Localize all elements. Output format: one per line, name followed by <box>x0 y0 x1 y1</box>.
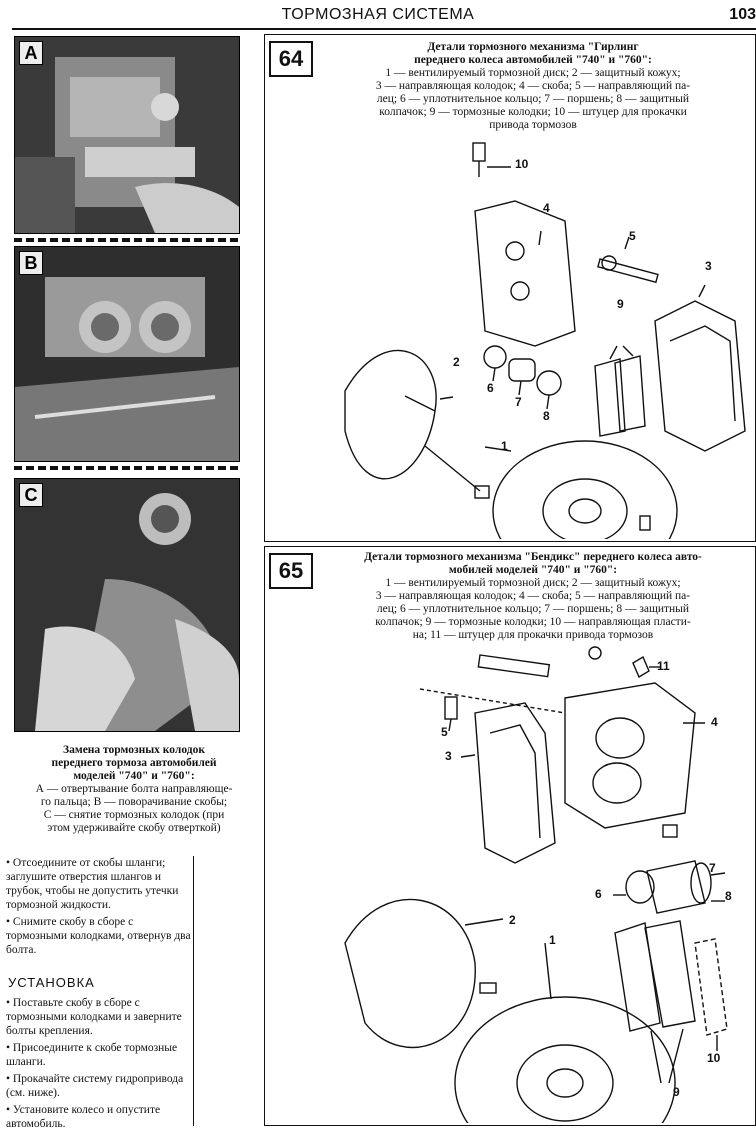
figure-65-caption-line: мобилей моделей "740" и "760": <box>448 564 618 576</box>
bullet-text: • Присоедините к скобе тормозные шланги. <box>6 1042 178 1068</box>
figure-64-caption-line: привода тормозов <box>489 119 577 131</box>
figure-64-caption-line: Детали тормозного механизма "Гирлинг <box>427 41 639 53</box>
bullet-text: • Прокачайте систему гидропривода (см. н… <box>6 1073 184 1099</box>
figure-65-caption-line: колпачок; 9 — тормозные колодки; 10 — на… <box>375 616 691 628</box>
figure-65-callout: 1 <box>549 933 556 947</box>
caption-body-line: С — снятие тормозных колодок (при <box>43 809 225 821</box>
figure-64-callout: 3 <box>705 259 712 273</box>
figure-65-callout: 8 <box>725 889 732 903</box>
instructions-installation: • Поставьте скобу в сборе с тормозными к… <box>6 996 192 1134</box>
figure-65-number: 65 <box>269 553 313 589</box>
figure-65-caption-line: лец; 6 — уплотнительное кольцо; 7 — порш… <box>376 603 690 615</box>
page-header-title: ТОРМОЗНАЯ СИСТЕМА <box>281 6 475 23</box>
figure-64-caption-line: переднего колеса автомобилей "740" и "76… <box>414 54 652 66</box>
photo-b-image <box>15 247 239 461</box>
photo-caption: Замена тормозных колодок переднего тормо… <box>14 744 254 835</box>
caption-body-line: этом удерживайте скобу отверткой) <box>47 822 221 834</box>
figure-65-drawing <box>344 646 728 1123</box>
photo-a: A <box>14 36 240 234</box>
caption-title-line: моделей "740" и "760": <box>73 770 195 782</box>
photo-a-image <box>15 37 239 233</box>
photo-c: C <box>14 478 240 732</box>
figure-64-callout: 2 <box>453 355 460 369</box>
photo-b: B <box>14 246 240 462</box>
figure-65-callout: 2 <box>509 913 516 927</box>
figure-65-caption-line: 3 — направляющая колодок; 4 — скоба; 5 —… <box>375 590 691 602</box>
caption-body-line: го пальца; В — поворачивание скобы; <box>40 796 228 808</box>
figure-65-callout: 9 <box>673 1085 680 1099</box>
bullet-text: • Установите колесо и опустите автомобил… <box>6 1104 161 1130</box>
figure-65-caption-line: Детали тормозного механизма "Бендикс" пе… <box>364 551 702 563</box>
caption-title-line: переднего тормоза автомобилей <box>51 757 217 769</box>
figure-65-callout: 7 <box>709 861 716 875</box>
figure-65-callout: 6 <box>595 887 602 901</box>
figure-64-drawing <box>344 142 746 539</box>
figure-64-callout: 7 <box>515 395 522 409</box>
bullet-text: • Поставьте скобу в сборе с тормозными к… <box>6 997 182 1037</box>
bullet-text: • Отсоедините от скобы шланги; заглушите… <box>6 857 179 911</box>
photo-a-label: A <box>19 41 43 65</box>
figure-65-callout: 3 <box>445 749 452 763</box>
figure-64-caption-line: 1 — вентилируемый тормозной диск; 2 — за… <box>385 67 681 79</box>
photo-c-image <box>15 479 239 731</box>
figure-65-callout: 5 <box>441 725 448 739</box>
photo-b-label: B <box>19 251 43 275</box>
caption-body-line: А — отвертывание болта направляюще- <box>35 783 233 795</box>
figure-64-callout: 4 <box>543 201 550 215</box>
photo-divider <box>14 466 238 470</box>
bullet-text: • Снимите скобу в сборе с тормозными кол… <box>6 916 191 956</box>
figure-65-caption-line: 1 — вентилируемый тормозной диск; 2 — за… <box>385 577 681 589</box>
photo-c-label: C <box>19 483 43 507</box>
figure-64-callout: 5 <box>629 229 636 243</box>
figure-64-callout: 6 <box>487 381 494 395</box>
figure-64-callout: 1 <box>501 439 508 453</box>
header-rule <box>12 28 756 30</box>
figure-64-caption-line: колпачок; 9 — тормозные колодки; 10 — шт… <box>379 106 687 118</box>
caption-title-line: Замена тормозных колодок <box>63 744 205 756</box>
figure-64-caption-line: лец; 6 — уплотнительное кольцо; 7 — порш… <box>376 93 690 105</box>
figure-65-callout: 11 <box>657 659 670 673</box>
figure-64-callout: 8 <box>543 409 550 423</box>
figure-65-panel: 65 Детали тормозного механизма "Бендикс"… <box>264 546 756 1126</box>
figure-65-callout: 10 <box>707 1051 721 1065</box>
photo-divider <box>14 238 238 242</box>
figure-64-callout: 10 <box>515 157 529 171</box>
section-title-installation: УСТАНОВКА <box>8 975 95 990</box>
instructions-removal: • Отсоедините от скобы шланги; заглушите… <box>6 856 192 960</box>
figure-64-number: 64 <box>269 41 313 77</box>
figure-64-panel: 64 Детали тормозного механизма "Гирлинг … <box>264 34 756 542</box>
column-divider <box>193 856 194 1126</box>
figure-65-caption-line: на; 11 — штуцер для прокачки привода тор… <box>412 629 654 641</box>
page-number: 103 <box>729 6 756 23</box>
figure-65-callout: 4 <box>711 715 718 729</box>
figure-65-caption: Детали тормозного механизма "Бендикс" пе… <box>315 551 751 642</box>
figure-64-callout: 9 <box>617 297 624 311</box>
figure-64-caption: Детали тормозного механизма "Гирлинг пер… <box>315 41 751 132</box>
figure-64-caption-line: 3 — направляющая колодок; 4 — скоба; 5 —… <box>375 80 691 92</box>
